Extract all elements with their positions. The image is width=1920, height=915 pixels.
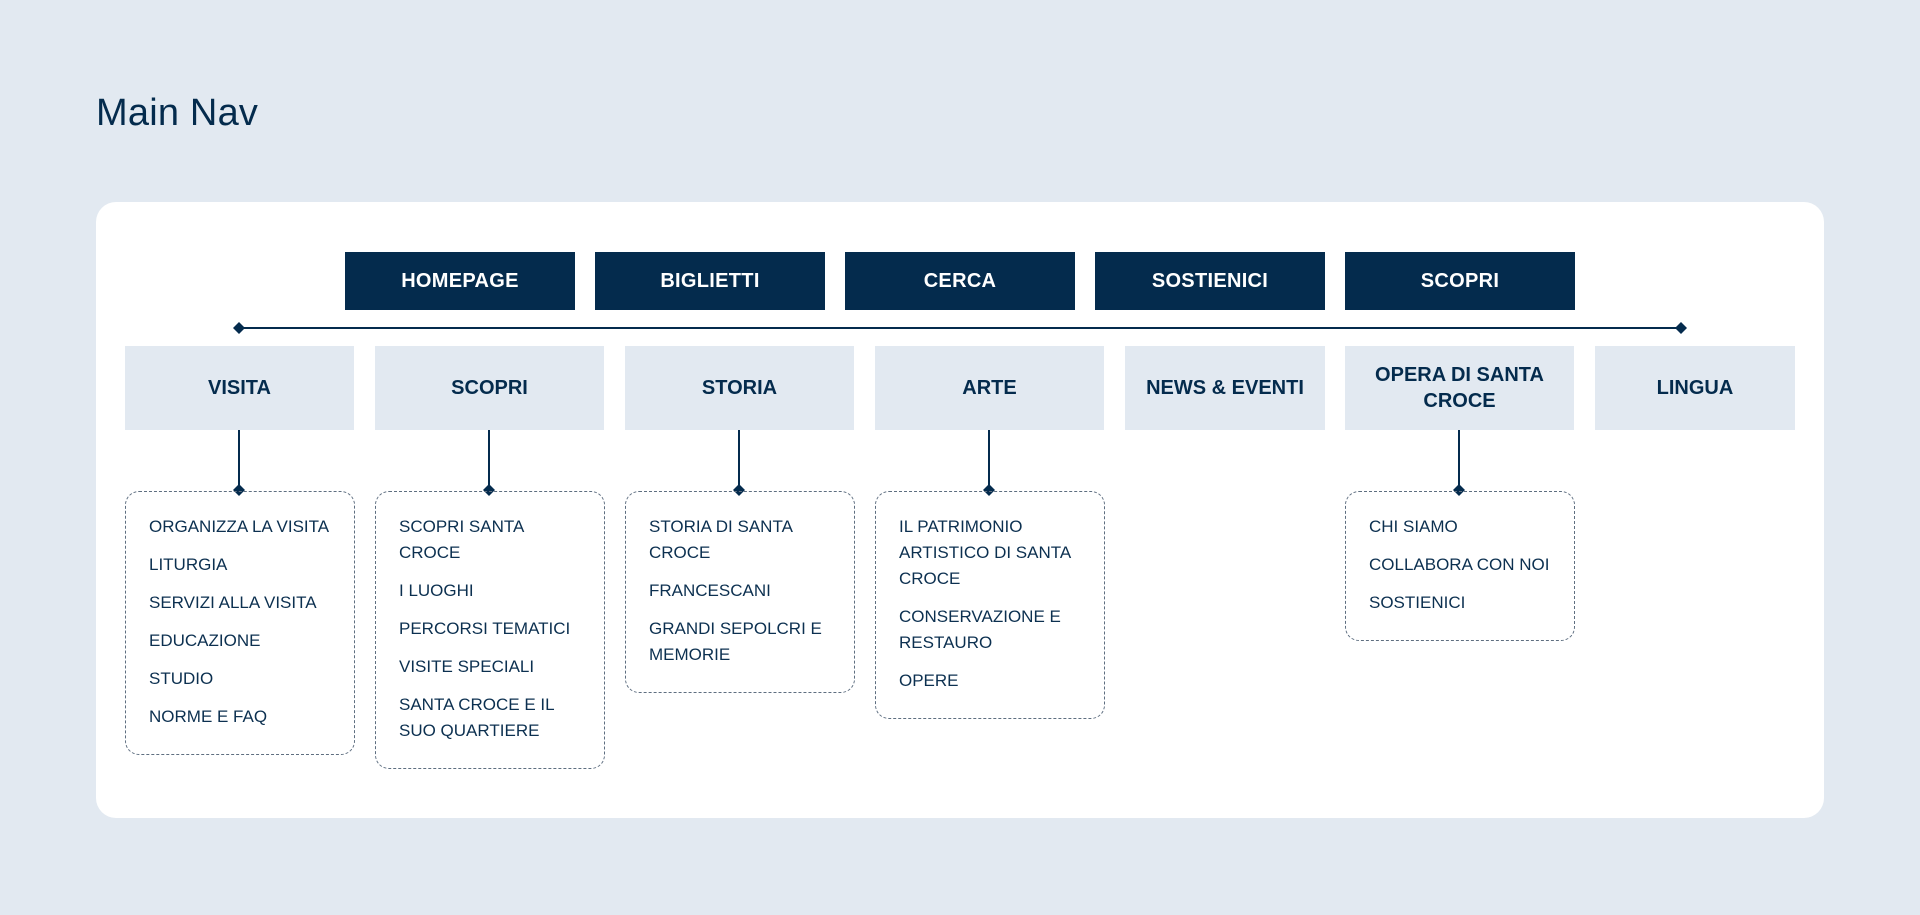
vertical-connector-scopri	[483, 430, 495, 496]
submenu-visita: ORGANIZZA LA VISITA LITURGIA SERVIZI ALL…	[125, 491, 355, 755]
submenu-item[interactable]: CHI SIAMO	[1369, 517, 1458, 536]
page-title: Main Nav	[96, 92, 259, 134]
top-nav-biglietti-button[interactable]: BIGLIETTI	[595, 252, 825, 310]
category-scopri[interactable]: SCOPRI	[375, 346, 604, 430]
category-storia[interactable]: STORIA	[625, 346, 854, 430]
vertical-connector-opera	[1453, 430, 1465, 496]
category-news-eventi[interactable]: NEWS & EVENTI	[1125, 346, 1325, 430]
submenu-item[interactable]: EDUCAZIONE	[149, 631, 261, 650]
submenu-item[interactable]: ORGANIZZA LA VISITA	[149, 517, 330, 536]
submenu-item[interactable]: SERVIZI ALLA VISITA	[149, 593, 317, 612]
submenu-item[interactable]: FRANCESCANI	[649, 581, 771, 600]
submenu-item[interactable]: SOSTIENICI	[1369, 593, 1466, 612]
submenu-item[interactable]: COLLABORA CON NOI	[1369, 555, 1550, 574]
vertical-connector-arte	[983, 430, 995, 496]
category-visita[interactable]: VISITA	[125, 346, 354, 430]
nav-diagram-card: HOMEPAGE BIGLIETTI CERCA SOSTIENICI SCOP…	[96, 202, 1824, 818]
vertical-connector-storia	[733, 430, 745, 496]
submenu-arte: IL PATRIMONIO ARTISTICO DI SANTA CROCE C…	[875, 491, 1105, 719]
category-arte[interactable]: ARTE	[875, 346, 1104, 430]
diamond-left	[233, 322, 245, 334]
submenu-item[interactable]: IL PATRIMONIO ARTISTICO DI SANTA CROCE	[899, 517, 1071, 588]
vertical-connector-visita	[233, 430, 245, 496]
submenu-scopri: SCOPRI SANTA CROCE I LUOGHI PERCORSI TEM…	[375, 491, 605, 769]
submenu-item[interactable]: STORIA DI SANTA CROCE	[649, 517, 792, 562]
top-nav-homepage-button[interactable]: HOMEPAGE	[345, 252, 575, 310]
submenu-item[interactable]: VISITE SPECIALI	[399, 657, 535, 676]
submenu-opera-di-santa-croce: CHI SIAMO COLLABORA CON NOI SOSTIENICI	[1345, 491, 1575, 641]
submenu-item[interactable]: SCOPRI SANTA CROCE	[399, 517, 524, 562]
submenu-item[interactable]: NORME E FAQ	[149, 707, 268, 726]
submenu-item[interactable]: CONSERVAZIONE E RESTAURO	[899, 607, 1061, 652]
submenu-item[interactable]: LITURGIA	[149, 555, 228, 574]
top-nav-sostienici-button[interactable]: SOSTIENICI	[1095, 252, 1325, 310]
submenu-item[interactable]: STUDIO	[149, 669, 214, 688]
category-opera-di-santa-croce[interactable]: OPERA DI SANTA CROCE	[1345, 346, 1574, 430]
submenu-item[interactable]: GRANDI SEPOLCRI E MEMORIE	[649, 619, 822, 664]
diamond-right	[1675, 322, 1687, 334]
submenu-item[interactable]: SANTA CROCE E IL SUO QUARTIERE	[399, 695, 554, 740]
top-nav-cerca-button[interactable]: CERCA	[845, 252, 1075, 310]
submenu-item[interactable]: OPERE	[899, 671, 959, 690]
submenu-item[interactable]: I LUOGHI	[399, 581, 474, 600]
submenu-item[interactable]: PERCORSI TEMATICI	[399, 619, 571, 638]
category-lingua[interactable]: LINGUA	[1595, 346, 1795, 430]
submenu-storia: STORIA DI SANTA CROCE FRANCESCANI GRANDI…	[625, 491, 855, 693]
top-nav-scopri-button[interactable]: SCOPRI	[1345, 252, 1575, 310]
